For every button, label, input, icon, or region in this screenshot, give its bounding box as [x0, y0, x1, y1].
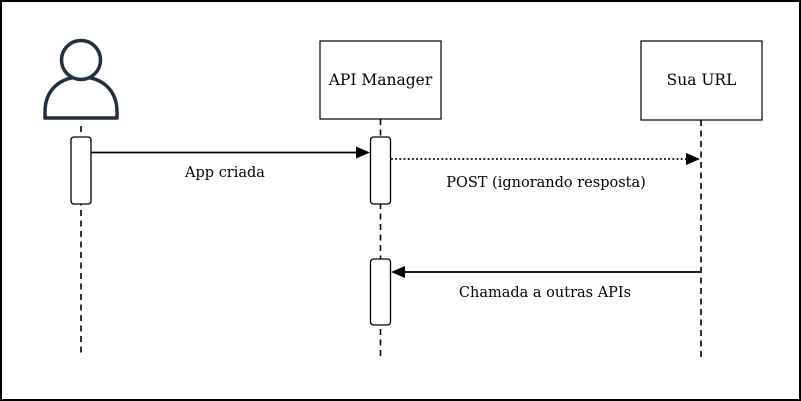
participant-rect — [319, 40, 442, 120]
message-app-criada: App criada — [91, 146, 370, 181]
message-label-app-criada: App criada — [184, 165, 265, 181]
arrowhead-right-icon — [356, 146, 370, 159]
person-body-shape — [43, 75, 119, 120]
activation-bar-api-manager-1 — [369, 136, 392, 205]
message-chamada-outras-apis: Chamada a outras APIs — [391, 266, 700, 301]
arrowhead-right-icon — [686, 153, 700, 165]
message-label-post: POST (ignorando resposta) — [446, 175, 646, 191]
person-actor-icon — [43, 38, 119, 120]
person-head-shape — [59, 38, 103, 82]
message-label-chamada: Chamada a outras APIs — [459, 285, 631, 301]
participant-rect — [640, 40, 763, 121]
activation-bar-api-manager-2 — [369, 258, 392, 326]
arrowhead-left-icon — [391, 266, 405, 278]
participant-box-sua-url: Sua URL — [640, 40, 763, 121]
participant-label-sua-url: Sua URL — [667, 71, 737, 89]
participant-label-api-manager: API Manager — [328, 71, 433, 89]
participant-box-api-manager: API Manager — [319, 40, 442, 120]
activation-bar-user-actor — [70, 136, 92, 205]
message-post-ignorando-resposta: POST (ignorando resposta) — [391, 153, 700, 191]
